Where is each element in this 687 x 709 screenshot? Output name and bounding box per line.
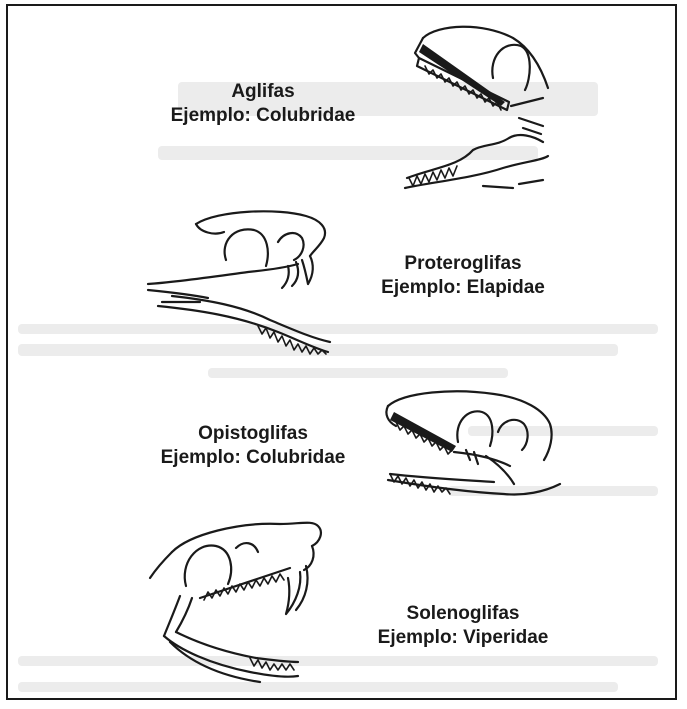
group-label-solenoglifas: Solenoglifas Ejemplo: Viperidae (358, 602, 568, 650)
aglyphous-snake-skull-icon (393, 18, 553, 198)
group-name: Aglifas (158, 80, 368, 104)
group-name: Proteroglifas (358, 252, 568, 276)
opisthoglyphous-snake-skull-icon (374, 384, 564, 514)
group-name: Opistoglifas (143, 422, 363, 446)
group-label-proteroglifas: Proteroglifas Ejemplo: Elapidae (358, 252, 568, 300)
group-example: Ejemplo: Colubridae (158, 104, 368, 128)
group-example: Ejemplo: Elapidae (358, 276, 568, 300)
figure-frame: Aglifas Ejemplo: Colubridae (6, 4, 677, 700)
proteroglyphous-snake-skull-icon (138, 202, 338, 362)
group-label-aglifas: Aglifas Ejemplo: Colubridae (158, 80, 368, 128)
group-example: Ejemplo: Viperidae (358, 626, 568, 650)
group-name: Solenoglifas (358, 602, 568, 626)
solenoglyphous-snake-skull-icon (140, 512, 340, 692)
group-label-opistoglifas: Opistoglifas Ejemplo: Colubridae (143, 422, 363, 470)
group-example: Ejemplo: Colubridae (143, 446, 363, 470)
